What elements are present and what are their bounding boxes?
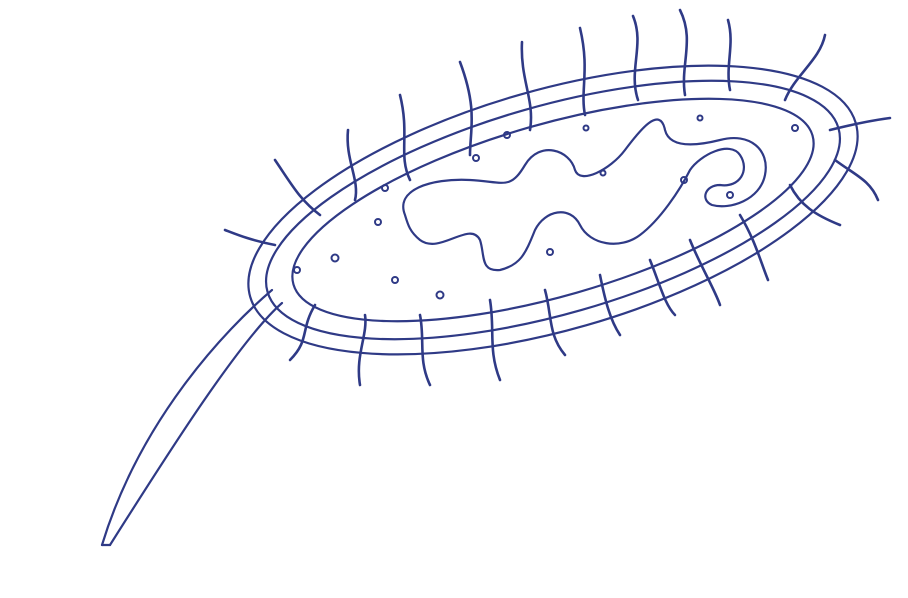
pili xyxy=(225,10,890,385)
nucleoid xyxy=(403,120,765,271)
cell-membrane xyxy=(270,53,836,367)
flagellum xyxy=(102,290,282,545)
cell-wall xyxy=(217,8,889,412)
